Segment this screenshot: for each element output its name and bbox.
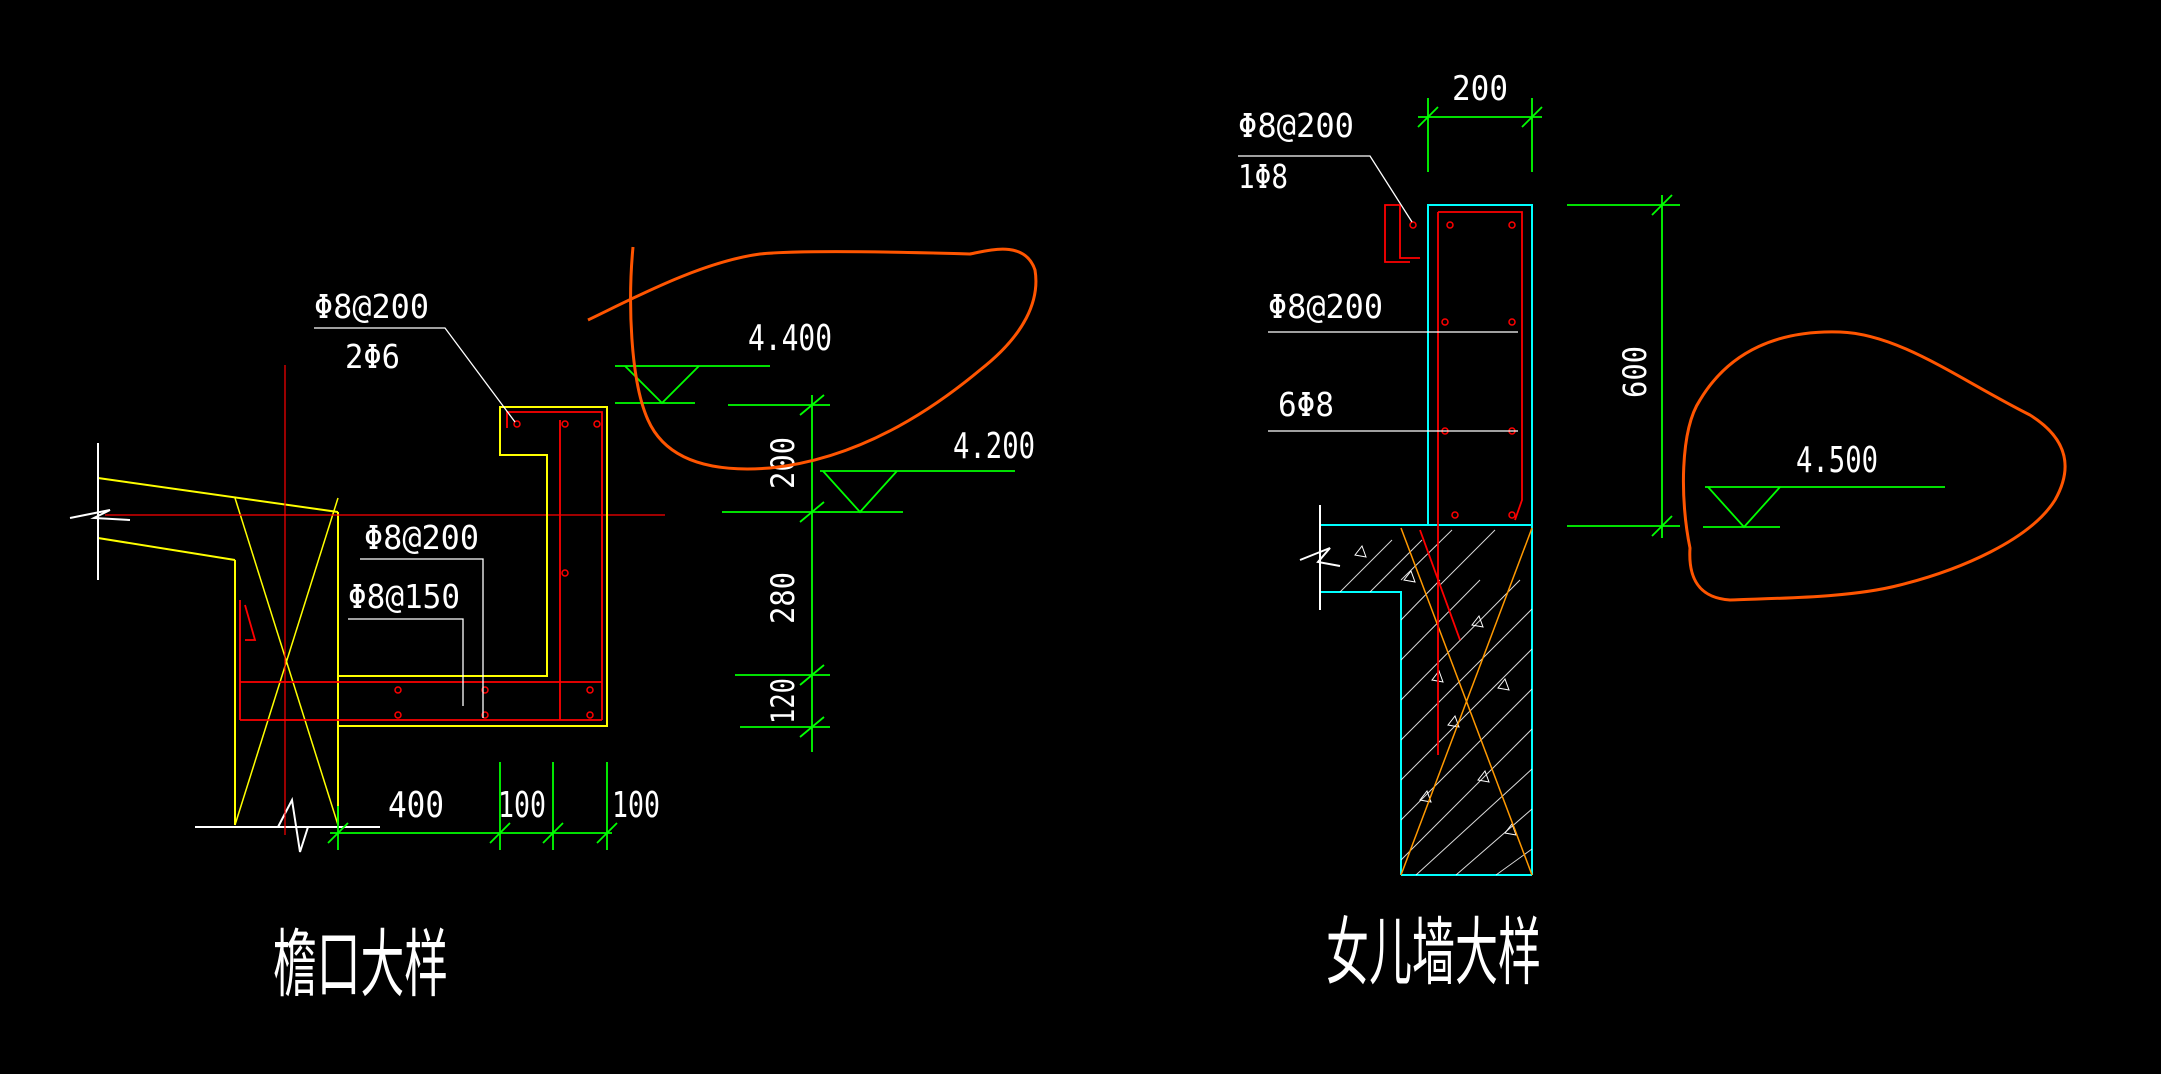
parapet-rebar-note-mid: Φ8@200 bbox=[1268, 287, 1383, 326]
parapet-detail: Φ8@200 1Φ8 Φ8@200 6Φ8 200 600 4.500 bbox=[1238, 69, 2067, 996]
eave-rebar-note-low: Φ8@150 bbox=[348, 577, 460, 616]
parapet-wall bbox=[1427, 204, 1533, 526]
eave-break-symbol-left bbox=[69, 443, 131, 580]
eave-rebar-note-top: Φ8@200 bbox=[314, 287, 429, 326]
eave-gutter-outline bbox=[337, 406, 608, 727]
eave-dim-h-2: 100 bbox=[498, 785, 546, 826]
eave-elevation-top: 4.400 bbox=[748, 318, 832, 359]
eave-dim-h-3: 100 bbox=[612, 785, 660, 826]
eave-vertical-dimension-lines bbox=[722, 394, 830, 752]
parapet-leader-lines bbox=[1238, 155, 1518, 432]
parapet-width-dimension-lines bbox=[1417, 98, 1543, 172]
eave-rebar bbox=[239, 411, 603, 721]
eave-detail-title: 檐口大样 bbox=[273, 922, 448, 1008]
eave-axis-lines bbox=[105, 365, 665, 835]
eave-column-cross bbox=[234, 497, 339, 826]
eave-roof-slab bbox=[97, 477, 339, 825]
eave-dim-h-1: 400 bbox=[388, 785, 444, 826]
eave-markup-circle bbox=[587, 246, 1038, 471]
parapet-break-symbol bbox=[1299, 505, 1341, 610]
parapet-elevation: 4.500 bbox=[1796, 440, 1878, 481]
eave-dim-v-bot: 120 bbox=[764, 678, 802, 724]
parapet-rebar-note-top-sub: 1Φ8 bbox=[1238, 157, 1288, 196]
parapet-markup-circle bbox=[1681, 330, 2067, 602]
parapet-rebar-note-low: 6Φ8 bbox=[1278, 385, 1334, 424]
eave-rebar-note-top-sub: 2Φ6 bbox=[345, 337, 400, 376]
parapet-elevation-marker bbox=[1703, 486, 1945, 529]
parapet-rebar bbox=[1384, 204, 1523, 755]
parapet-hatch bbox=[1339, 529, 1533, 876]
eave-horizontal-dimension-lines bbox=[327, 762, 618, 850]
parapet-detail-title: 女儿墙大样 bbox=[1326, 910, 1541, 996]
eave-detail: Φ8@200 2Φ6 Φ8@200 Φ8@150 4.400 4.200 bbox=[69, 246, 1038, 1008]
parapet-dim-width: 200 bbox=[1452, 69, 1508, 109]
parapet-rebar-note-top: Φ8@200 bbox=[1238, 106, 1354, 145]
eave-rebar-dots bbox=[394, 420, 601, 719]
parapet-height-dimension-lines bbox=[1567, 194, 1680, 538]
eave-elevation-slab: 4.200 bbox=[953, 426, 1035, 467]
parapet-dim-height: 600 bbox=[1616, 346, 1654, 398]
parapet-slab-cross bbox=[1400, 527, 1533, 876]
eave-elevation-marker-slab bbox=[818, 470, 1015, 514]
eave-dim-v-mid: 280 bbox=[764, 572, 802, 624]
parapet-hatch-triangles bbox=[1354, 544, 1517, 836]
eave-leader-lines bbox=[314, 327, 516, 718]
eave-rebar-note-mid: Φ8@200 bbox=[364, 518, 479, 557]
